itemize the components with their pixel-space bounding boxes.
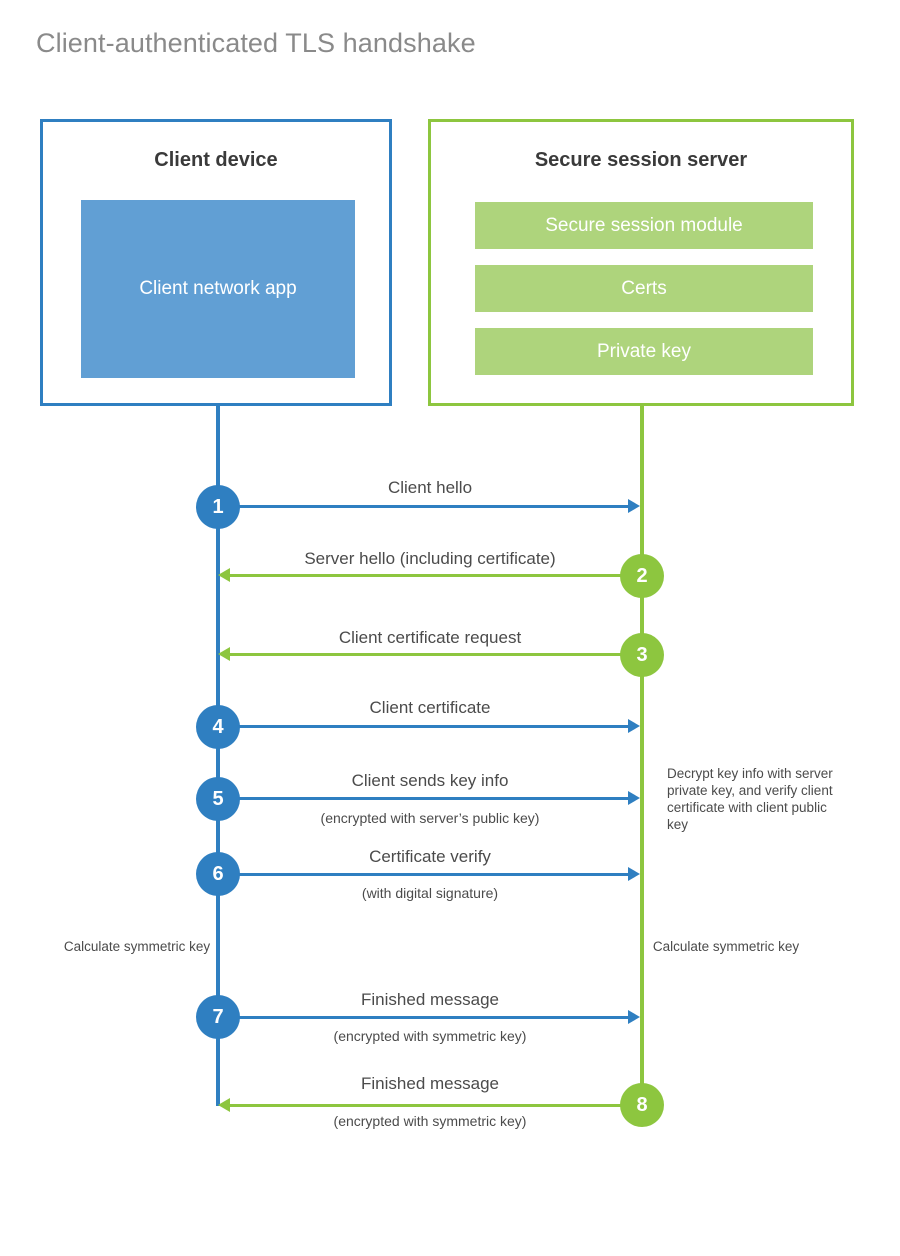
- server-module-certs: Certs: [475, 265, 813, 312]
- step-2-arrow-line: [230, 574, 640, 577]
- step-2-label: Server hello (including certificate): [304, 549, 556, 568]
- client-network-app-block: Client network app: [81, 200, 355, 378]
- client-device-title: Client device: [154, 149, 278, 171]
- step-8-arrow-line: [230, 1104, 640, 1107]
- client-lifeline: [216, 406, 220, 1106]
- step-7-arrow-line: [218, 1016, 630, 1019]
- step-6-arrow-line: [218, 873, 630, 876]
- step-8-arrow-head-icon: [218, 1098, 230, 1112]
- step-5-label: Client sends key info: [351, 771, 509, 790]
- step-7-label: Finished message: [361, 990, 499, 1009]
- step-3-arrow-head-icon: [218, 647, 230, 661]
- step-2-arrow-head-icon: [218, 568, 230, 582]
- step-6-label: Certificate verify: [369, 847, 491, 866]
- step-4-label: Client certificate: [369, 698, 491, 717]
- step-6-circle: 6: [196, 852, 240, 896]
- step-7-sublabel: (encrypted with symmetric key): [333, 1028, 527, 1044]
- step-1-arrow-head-icon: [628, 499, 640, 513]
- step-4-circle: 4: [196, 705, 240, 749]
- step-3-circle: 3: [620, 633, 664, 677]
- step-6-sublabel: (with digital signature): [361, 885, 499, 901]
- step-1-arrow-line: [218, 505, 630, 508]
- step-6-arrow-head-icon: [628, 867, 640, 881]
- page-title: Client-authenticated TLS handshake: [36, 28, 476, 58]
- step-7-circle: 7: [196, 995, 240, 1039]
- step-5-sublabel: (encrypted with server’s public key): [320, 810, 540, 826]
- step-2-circle: 2: [620, 554, 664, 598]
- step-3-label: Client certificate request: [338, 628, 522, 647]
- client-calculate-symmetric-key-note: Calculate symmetric key: [63, 939, 211, 954]
- step-5-arrow-head-icon: [628, 791, 640, 805]
- secure-session-server-title: Secure session server: [534, 149, 748, 171]
- step-5-circle: 5: [196, 777, 240, 821]
- step-1-circle: 1: [196, 485, 240, 529]
- step-1-label: Client hello: [387, 478, 473, 497]
- client-device-box: Client device Client network app: [40, 119, 392, 406]
- secure-session-server-box: Secure session server Secure session mod…: [428, 119, 854, 406]
- step-8-circle: 8: [620, 1083, 664, 1127]
- step-8-label: Finished message: [361, 1074, 499, 1093]
- step-8-sublabel: (encrypted with symmetric key): [333, 1113, 527, 1129]
- server-decrypt-note: Decrypt key info with server private key…: [667, 766, 833, 832]
- step-3-arrow-line: [230, 653, 640, 656]
- server-module-secure-session-module: Secure session module: [475, 202, 813, 249]
- step-4-arrow-line: [218, 725, 630, 728]
- step-5-arrow-line: [218, 797, 630, 800]
- step-7-arrow-head-icon: [628, 1010, 640, 1024]
- server-module-private-key: Private key: [475, 328, 813, 375]
- server-lifeline: [640, 406, 644, 1106]
- server-calculate-symmetric-key-note: Calculate symmetric key: [652, 939, 800, 954]
- step-4-arrow-head-icon: [628, 719, 640, 733]
